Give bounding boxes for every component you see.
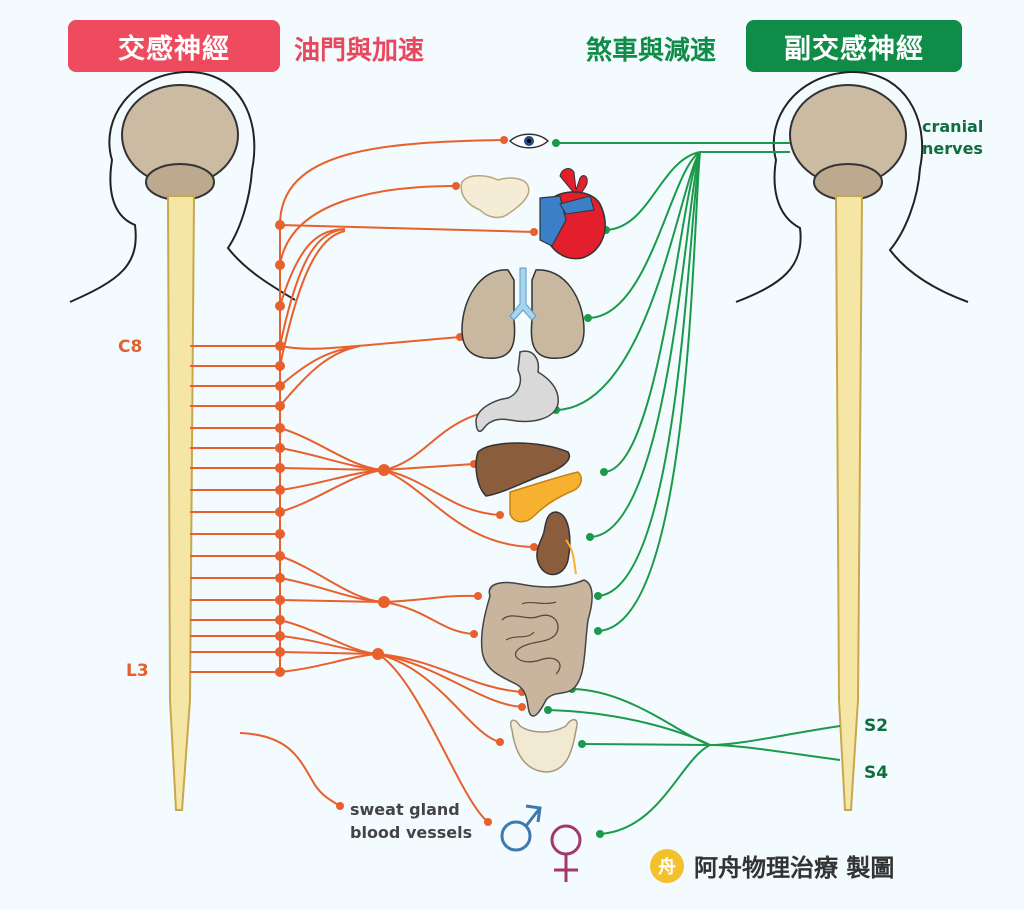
heart-icon xyxy=(539,168,606,260)
cranial-nerves-label: cranial nerves xyxy=(922,116,983,160)
credit: 舟 阿舟物理治療 製圖 xyxy=(650,848,894,883)
sweat-gland-label: sweat gland blood vessels xyxy=(350,798,472,844)
credit-logo-icon: 舟 xyxy=(650,848,684,883)
left-head-silhouette xyxy=(69,70,296,303)
bladder-icon xyxy=(509,718,578,773)
l3-label: L3 xyxy=(126,661,149,681)
lungs-icon xyxy=(461,267,585,360)
parasympathetic-pathways xyxy=(547,142,841,835)
left-spinal-cord-icon xyxy=(166,195,196,811)
left-brain-icon xyxy=(121,84,239,201)
parasympathetic-title: 副交感神經 xyxy=(746,20,962,72)
parasympathetic-subtitle: 煞車與減速 xyxy=(586,36,717,66)
female-symbol xyxy=(550,824,582,882)
kidney-icon xyxy=(536,511,577,576)
sympathetic-title: 交感神經 xyxy=(68,20,280,72)
s2-label: S2 xyxy=(864,716,889,736)
cranial-line2: nerves xyxy=(922,139,983,158)
sympathetic-subtitle: 油門與加速 xyxy=(294,36,425,66)
pancreas-icon xyxy=(509,471,583,523)
right-brain-icon xyxy=(789,84,907,201)
cranial-line1: cranial xyxy=(922,117,984,136)
sympathetic-nodes xyxy=(275,136,538,826)
eye-icon xyxy=(508,133,550,149)
sweat-line2: blood vessels xyxy=(350,823,473,842)
right-spinal-cord-icon xyxy=(834,195,864,811)
stomach-icon xyxy=(475,350,559,432)
intestine-icon xyxy=(480,579,593,717)
right-head-silhouette xyxy=(735,70,969,303)
salivary-gland-icon xyxy=(460,175,530,219)
s4-label: S4 xyxy=(864,763,889,783)
c8-label: C8 xyxy=(118,337,143,357)
credit-text: 阿舟物理治療 製圖 xyxy=(694,854,895,882)
male-symbol xyxy=(500,804,542,852)
sweat-line1: sweat gland xyxy=(350,800,460,819)
liver-icon xyxy=(475,442,571,497)
